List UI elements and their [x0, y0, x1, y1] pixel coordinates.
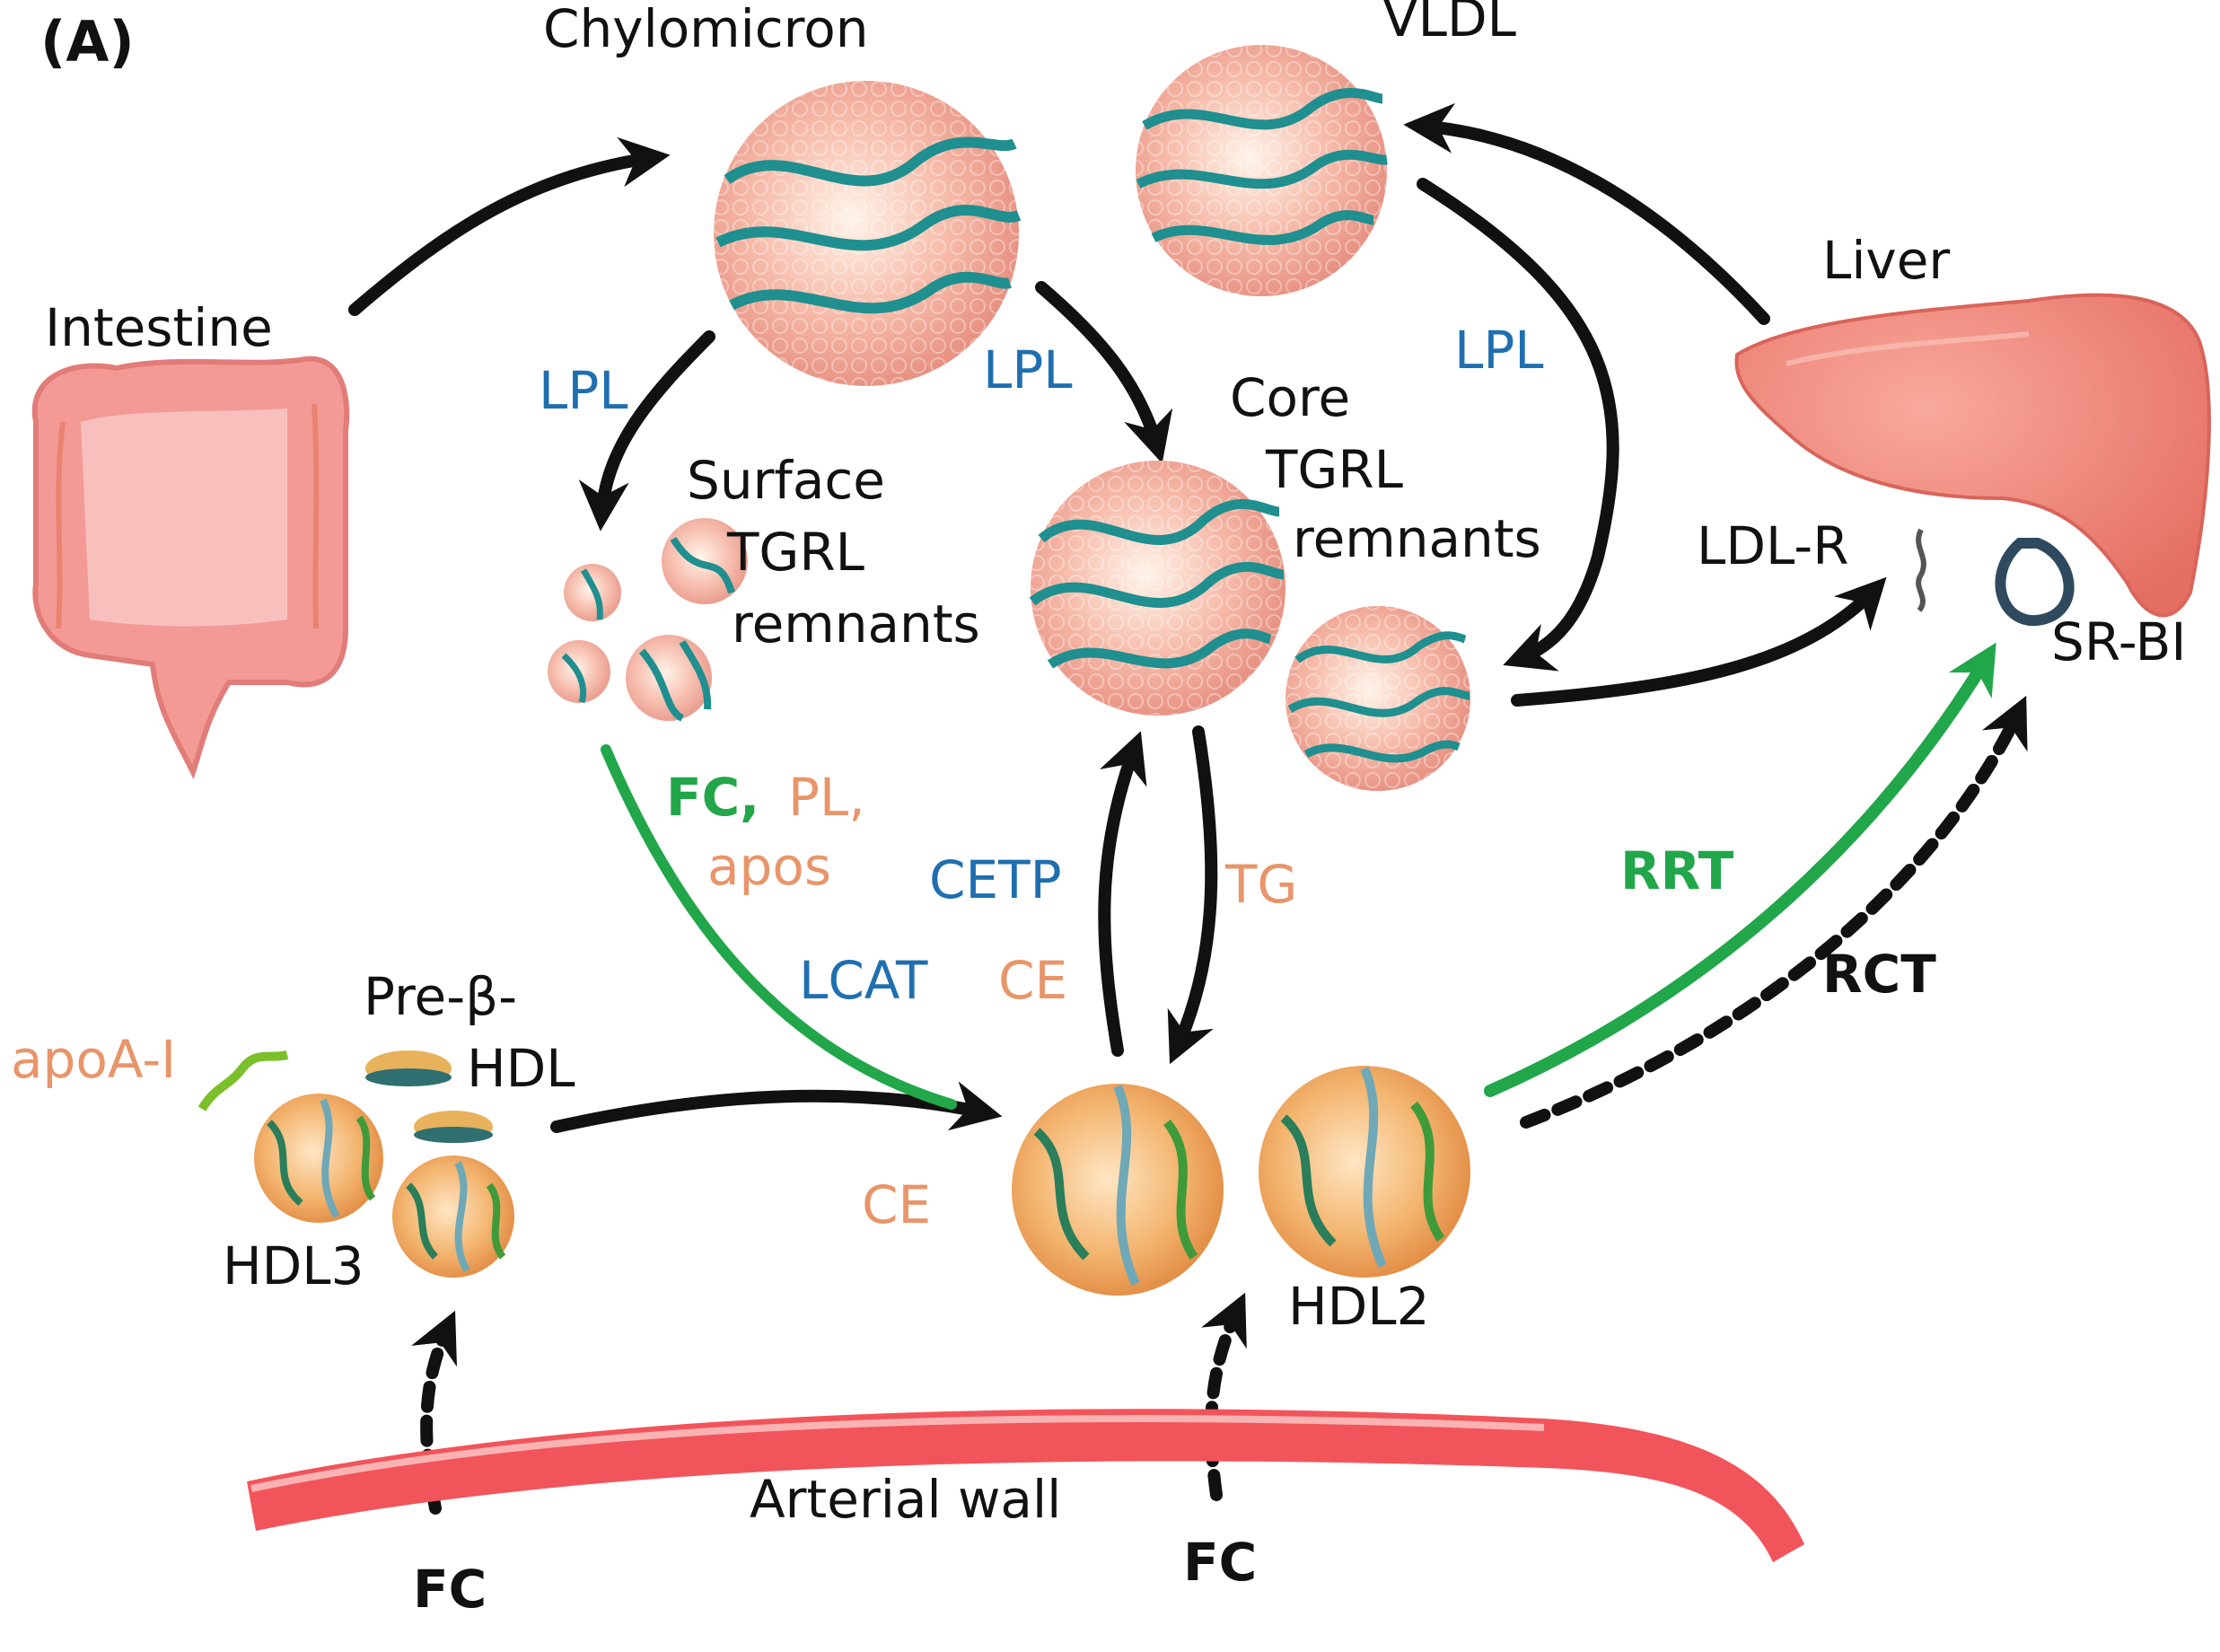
arrows: [348, 102, 2028, 1515]
arterial-wall-label: Arterial wall: [750, 1469, 1061, 1530]
arrow-core-remnants-to-ldlr: [1511, 576, 1887, 707]
liver-illustration: [1734, 293, 2211, 618]
arrow-intestine-to-chylomicron: [348, 136, 671, 316]
arrow-fc-to-hdl2-dotted: [1201, 1292, 1247, 1501]
surface-remnants-label-1: Surface: [687, 450, 885, 511]
srbi-receptor-icon: [1995, 538, 2075, 627]
fc-efflux-label-right: FC: [1183, 1532, 1257, 1593]
surface-remnants-label-3: remnants: [732, 593, 980, 655]
chylomicron-label: Chylomicron: [543, 0, 869, 59]
arrow-chylomicron-to-surface: [578, 330, 715, 532]
arterial-wall-highlight: [250, 1415, 1545, 1492]
arrow-chylomicron-to-core: [1035, 281, 1173, 464]
pl-transfer-label: PL,: [788, 767, 865, 828]
prebeta-hdl-discs: [365, 1050, 493, 1143]
ldlr-label: LDL-R: [1697, 515, 1849, 576]
liver-label: Liver: [1822, 230, 1950, 291]
lcat-label: LCAT: [799, 950, 928, 1011]
srbi-label: SR-BI: [2051, 611, 2187, 672]
core-tgrl-remnants: [1029, 461, 1470, 791]
intestine-label: Intestine: [45, 297, 273, 358]
chylomicron-particle: [714, 81, 1022, 386]
prebeta-hdl-label-1: Pre-β-: [364, 966, 517, 1027]
fc-efflux-label-left: FC: [413, 1559, 487, 1620]
cetp-label: CETP: [929, 849, 1062, 910]
arrow-liver-to-vldl: [1403, 102, 1770, 325]
apos-transfer-label: apos: [707, 836, 831, 897]
arrow-rct-dotted: [1520, 695, 2028, 1129]
ce-lcat-label: CE: [862, 1174, 931, 1235]
arrow-hdl2-to-core: [1098, 731, 1147, 1057]
surface-remnants-label-2: TGRL: [726, 522, 864, 583]
surface-tgrl-remnants: [548, 518, 748, 722]
intestine-illustration: [31, 356, 350, 779]
arrow-core-to-hdl2: [1167, 725, 1218, 1065]
panel-label: (A): [40, 9, 135, 75]
arterial-wall: [247, 1409, 1804, 1562]
core-remnants-label-1: Core: [1230, 367, 1350, 428]
core-remnants-label-2: TGRL: [1265, 439, 1403, 500]
ldlr-receptor-icon: [1916, 528, 1926, 612]
rrt-label: RRT: [1620, 840, 1734, 901]
hdl2-particles: [1012, 1066, 1470, 1296]
core-remnants-label-3: remnants: [1293, 508, 1541, 569]
ce-transfer-label: CE: [998, 950, 1067, 1011]
rct-label: RCT: [1822, 944, 1936, 1005]
fc-transfer-label: FC,: [666, 767, 759, 828]
tg-transfer-label: TG: [1224, 854, 1297, 915]
arrow-rrt-green: [1484, 642, 1996, 1097]
arrow-surface-to-hdl2-green: [601, 744, 957, 1110]
prebeta-hdl-label-2: HDL: [467, 1038, 575, 1099]
lpl-label-center: LPL: [983, 339, 1073, 400]
hdl3-particles: [197, 1050, 514, 1278]
vldl-particle: [1136, 45, 1388, 296]
apoa1-label: apoA-I: [11, 1029, 176, 1090]
arrow-prebeta-to-hdl2: [550, 1081, 1003, 1133]
hdl3-label: HDL3: [223, 1235, 364, 1296]
lpl-label-right: LPL: [1454, 320, 1544, 381]
vldl-label: VLDL: [1382, 0, 1516, 48]
hdl2-label: HDL2: [1288, 1276, 1430, 1337]
lpl-label-left: LPL: [539, 360, 628, 421]
arrow-vldl-to-core-remnants: [1417, 178, 1619, 672]
